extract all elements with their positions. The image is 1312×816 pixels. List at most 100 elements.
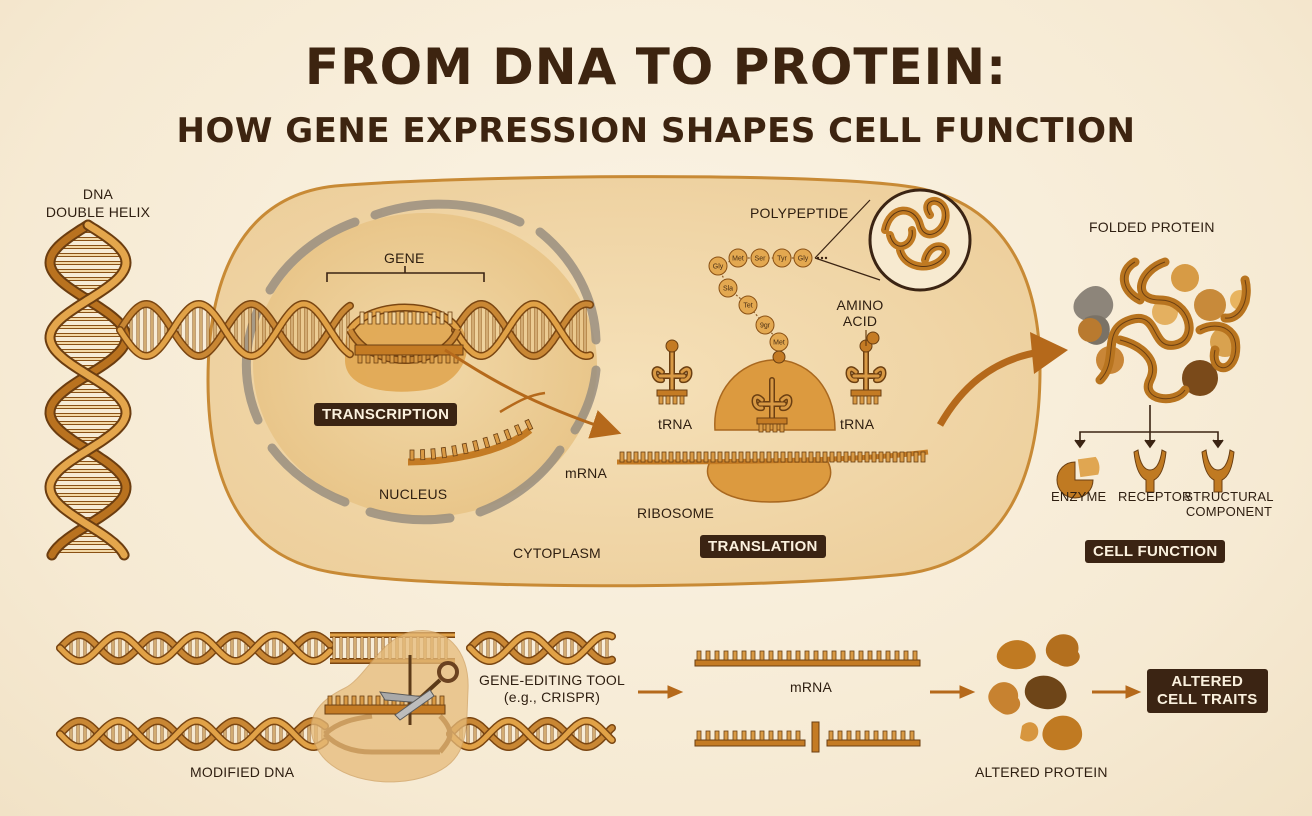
function-branches bbox=[1074, 405, 1224, 449]
bubble-base bbox=[431, 311, 437, 325]
nucleotide bbox=[420, 449, 426, 461]
mrna-edited-left bbox=[694, 730, 806, 747]
label-amino: AMINO bbox=[836, 297, 884, 313]
label-ribosome: RIBOSOME bbox=[637, 505, 715, 521]
label-cytoplasm: CYTOPLASM bbox=[513, 545, 601, 561]
nucleotide bbox=[864, 451, 870, 463]
label-trna-right: tRNA bbox=[840, 416, 875, 432]
amino-acid-label: 9gr bbox=[760, 323, 771, 330]
trna-center bbox=[751, 377, 793, 433]
nucleotide bbox=[357, 354, 363, 364]
bubble-base bbox=[375, 311, 381, 325]
continuation-dot bbox=[820, 256, 824, 260]
chain-link bbox=[717, 257, 803, 360]
mrna-normal bbox=[694, 650, 921, 667]
nucleotide bbox=[892, 451, 898, 463]
dna-helix-left-segment bbox=[116, 299, 354, 361]
nucleotide bbox=[409, 449, 415, 461]
trna-right bbox=[845, 339, 887, 405]
nucleotide bbox=[640, 451, 646, 463]
title-line-2: HOW GENE EXPRESSION SHAPES CELL FUNCTION bbox=[176, 111, 1136, 151]
nucleotide bbox=[335, 695, 341, 706]
nucleotide bbox=[675, 451, 681, 463]
nucleotide bbox=[626, 451, 632, 463]
nucleotide bbox=[343, 695, 349, 706]
folded-protein bbox=[1073, 257, 1251, 404]
nucleotide bbox=[375, 695, 381, 706]
nucleotide bbox=[871, 451, 877, 463]
nucleotide bbox=[429, 354, 435, 364]
nucleotide bbox=[367, 695, 373, 706]
bubble-bottom-strand-fill bbox=[347, 328, 461, 363]
nucleotide bbox=[822, 451, 828, 463]
nucleotide bbox=[717, 451, 723, 463]
nucleotide bbox=[682, 451, 688, 463]
nucleotide bbox=[899, 451, 905, 463]
amino-acid-bead bbox=[772, 248, 792, 268]
amino-acid-label: Tyr bbox=[777, 256, 787, 263]
enzyme-icon bbox=[1056, 456, 1100, 499]
nucleotide bbox=[524, 418, 534, 431]
nucleotide bbox=[633, 451, 639, 463]
nucleotide bbox=[365, 354, 371, 364]
nucleotide bbox=[661, 451, 667, 463]
nucleotide bbox=[493, 432, 501, 445]
nucleotide bbox=[359, 695, 365, 706]
altered-traits-line-2: CELL TRAITS bbox=[1157, 691, 1258, 708]
bubble-base bbox=[415, 311, 421, 325]
nucleotide bbox=[724, 451, 730, 463]
label-acid: ACID bbox=[842, 313, 878, 329]
amino-acid-anchor bbox=[772, 350, 786, 364]
label-nucleus: NUCLEUS bbox=[379, 486, 448, 502]
nucleotide bbox=[451, 445, 458, 457]
amino-acid-label: Met bbox=[773, 340, 785, 347]
amino-acid-bead bbox=[750, 248, 770, 268]
nucleotide bbox=[836, 451, 842, 463]
altered-protein-blobs bbox=[988, 634, 1083, 751]
amino-acid-label: Ser bbox=[755, 256, 767, 263]
amino-acid-bead bbox=[708, 256, 728, 276]
amino-acid-label: Gly bbox=[798, 256, 809, 263]
dna-double-helix-vertical bbox=[44, 219, 132, 561]
nucleotide bbox=[815, 451, 821, 463]
nucleotide bbox=[773, 451, 779, 463]
bubble-base bbox=[423, 311, 429, 325]
nucleotide bbox=[513, 424, 523, 436]
nucleotide bbox=[389, 354, 395, 364]
transcription-badge: TRANSCRIPTION bbox=[314, 403, 458, 426]
nucleotide bbox=[878, 451, 884, 463]
nucleotide bbox=[885, 451, 891, 463]
bubble-base bbox=[439, 311, 445, 325]
altered-traits-line-1: ALTERED bbox=[1171, 673, 1244, 690]
nucleotide bbox=[472, 439, 480, 452]
nucleotide bbox=[397, 354, 403, 364]
nucleotide bbox=[759, 451, 765, 463]
nucleotide bbox=[405, 354, 411, 364]
nucleotide bbox=[843, 451, 849, 463]
nucleotide bbox=[913, 451, 919, 463]
label-structural: STRUCTURAL bbox=[1184, 489, 1274, 504]
nucleotide bbox=[327, 695, 333, 706]
bottom-mrna-strands bbox=[694, 650, 921, 753]
label-double-helix: DOUBLE HELIX bbox=[45, 204, 151, 220]
nucleotide bbox=[857, 451, 863, 463]
nucleotide bbox=[780, 451, 786, 463]
nucleotide bbox=[373, 354, 379, 364]
nucleotide bbox=[752, 451, 758, 463]
nucleotide bbox=[430, 448, 437, 460]
nucleotide bbox=[766, 451, 772, 463]
nucleotide bbox=[461, 442, 469, 455]
nucleotide bbox=[654, 451, 660, 463]
nucleotide bbox=[619, 451, 625, 463]
bottom-helix-bottom-right bbox=[446, 716, 616, 752]
bubble-base bbox=[359, 311, 365, 325]
label-trna-left: tRNA bbox=[658, 416, 693, 432]
nucleotide bbox=[710, 451, 716, 463]
nucleotide bbox=[440, 446, 447, 459]
strand-front-fill bbox=[46, 221, 130, 559]
nucleotide bbox=[738, 451, 744, 463]
bubble-base bbox=[447, 311, 453, 325]
